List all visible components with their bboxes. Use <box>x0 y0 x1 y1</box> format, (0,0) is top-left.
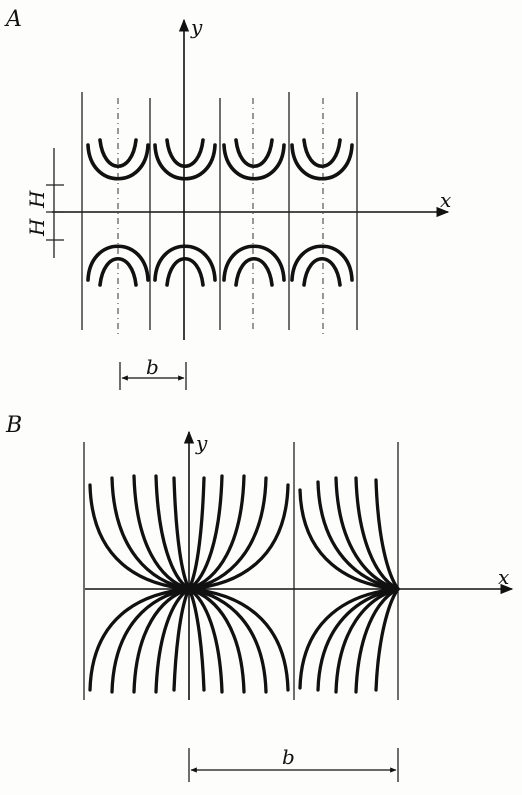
panel-a: A x y <box>4 7 451 390</box>
panel-b: B x y <box>5 413 514 782</box>
panel-b-x-axis-label: x <box>498 565 509 589</box>
panel-a-center-lines <box>117 98 324 338</box>
panel-a-h-dimension <box>46 148 64 258</box>
panel-a-label: A <box>4 7 22 32</box>
panel-a-y-axis-label: y <box>190 15 203 39</box>
panel-a-h-upper-label: H <box>25 190 49 209</box>
panel-a-b-label: b <box>146 355 159 379</box>
panel-b-b-dimension <box>188 748 399 782</box>
panel-a-lower-curves <box>86 244 354 287</box>
panel-b-flow-curves <box>88 474 400 694</box>
panel-b-b-label: b <box>282 745 295 769</box>
panel-b-y-axis-label: y <box>195 431 208 455</box>
panel-a-x-axis-label: x <box>440 188 451 212</box>
panel-b-label: B <box>5 413 22 438</box>
panel-a-h-lower-label: H <box>25 218 49 237</box>
panel-b-boundary-lines <box>83 442 399 700</box>
panel-a-upper-curves <box>86 138 354 181</box>
panel-a-boundary-lines <box>81 92 358 330</box>
panel-a-b-dimension <box>119 362 187 390</box>
